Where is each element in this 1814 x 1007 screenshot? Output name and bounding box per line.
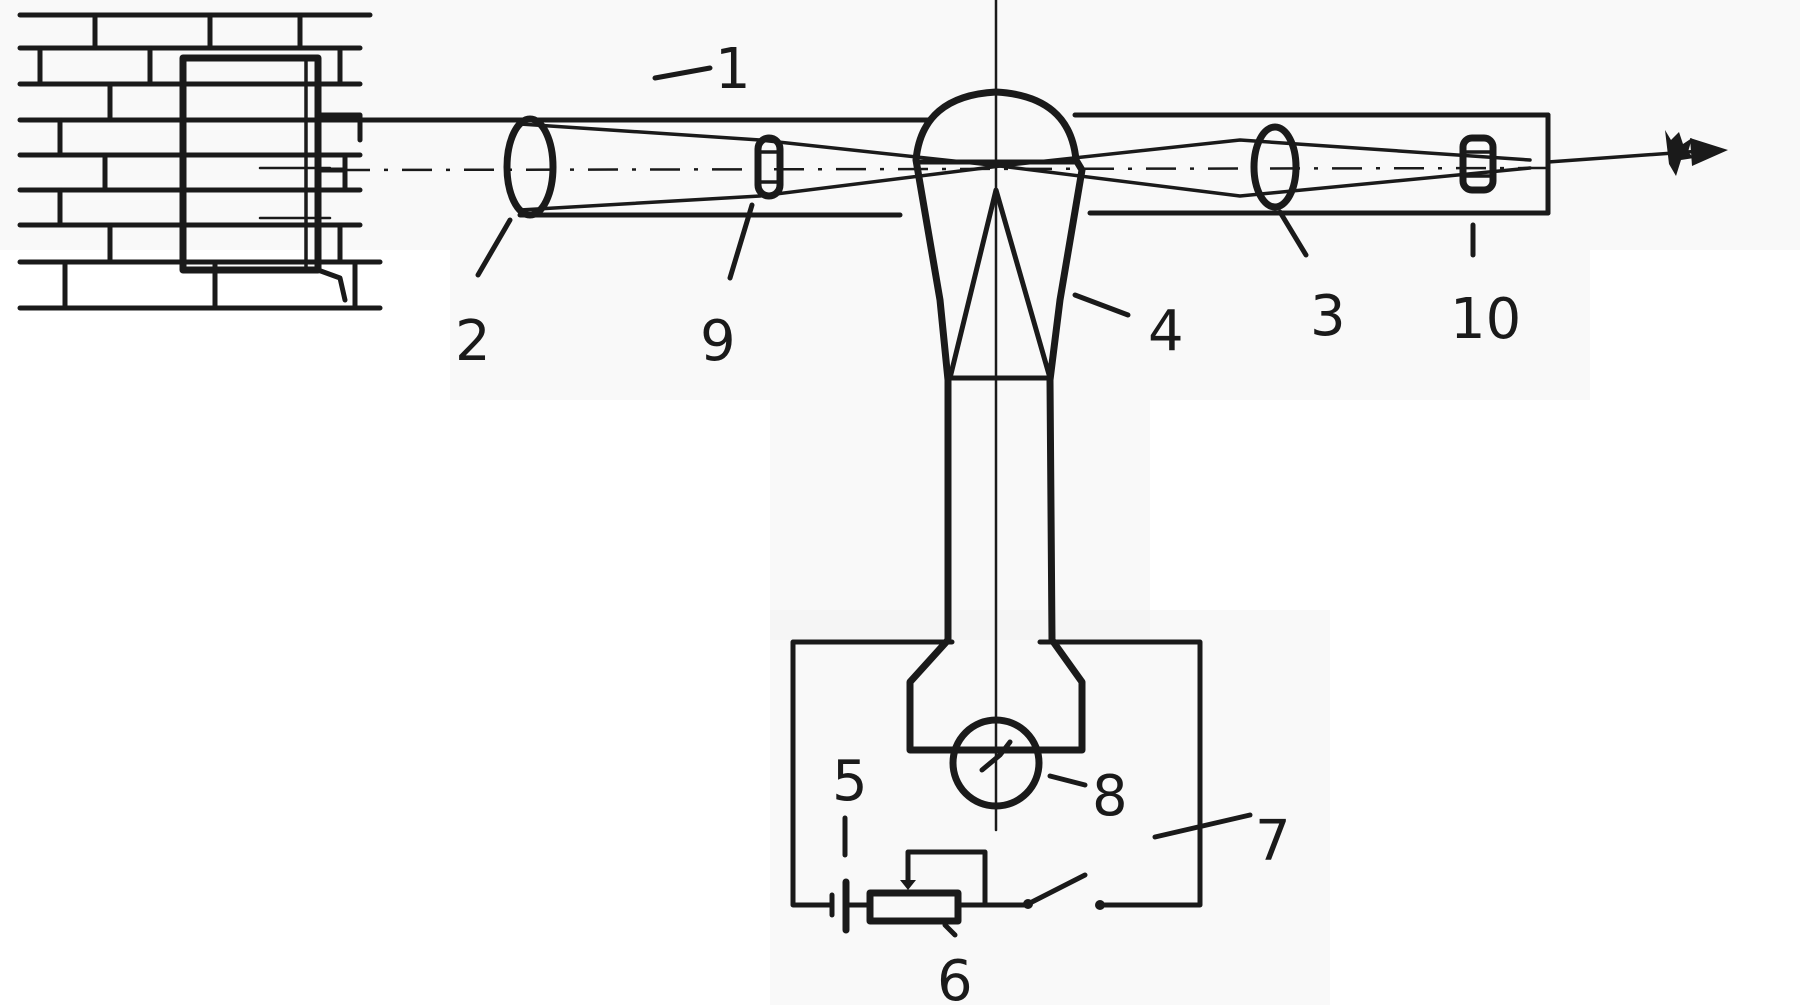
telescope-tube (339, 0, 1561, 832)
clock-dial (949, 716, 1043, 810)
part-label-4: 4 (1148, 299, 1184, 364)
brick-wall (17, 12, 383, 311)
callout-labels: 1 2 9 4 3 10 5 8 7 6 (455, 37, 1521, 1007)
electric-circuit (790, 639, 1203, 934)
part-label-5: 5 (832, 749, 868, 814)
part-label-8: 8 (1092, 764, 1128, 829)
part-label-3: 3 (1310, 284, 1346, 349)
part-label-7: 7 (1255, 809, 1291, 874)
small-lens-9 (754, 134, 784, 200)
part-label-9: 9 (700, 309, 736, 374)
objective-lens (503, 115, 557, 219)
eyepiece-lens (1250, 123, 1300, 211)
small-lens-10 (1459, 134, 1497, 194)
part-label-1: 1 (715, 37, 751, 102)
part-label-6: 6 (937, 949, 973, 1007)
light-beam (518, 122, 1728, 212)
part-label-2: 2 (455, 309, 491, 374)
part-label-10: 10 (1450, 287, 1521, 352)
callout-leaders (475, 65, 1476, 938)
